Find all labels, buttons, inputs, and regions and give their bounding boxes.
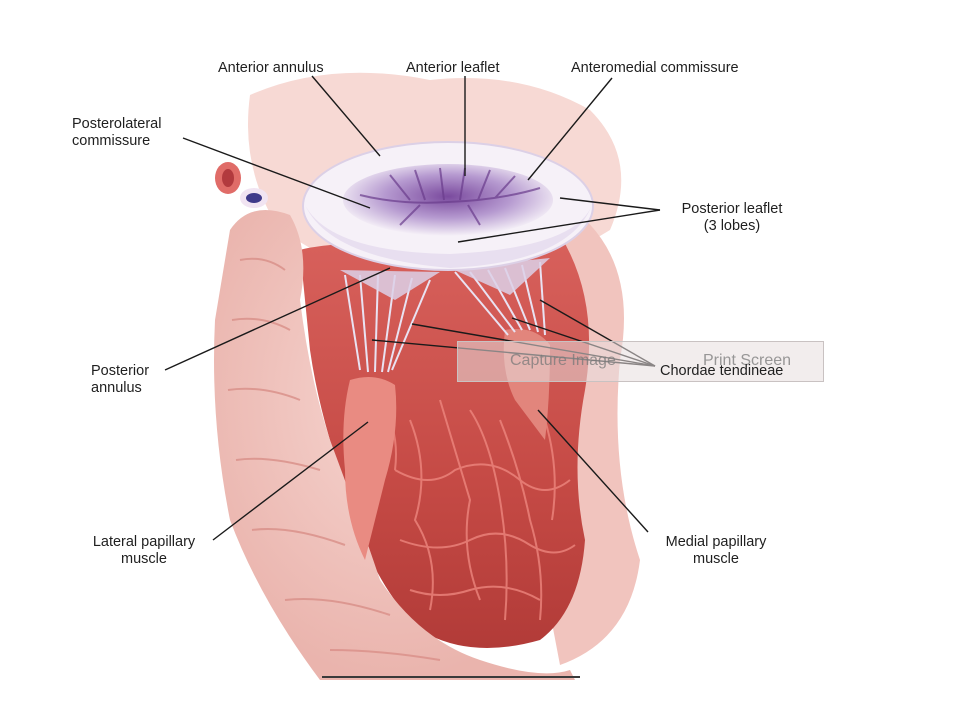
capture-toolbar-overlay: Capture Image Print Screen xyxy=(457,341,824,382)
mitral-valve xyxy=(302,141,594,271)
chordae-tendineae xyxy=(344,261,546,373)
vessel-openings xyxy=(215,162,268,208)
label-posterolateral-commissure: Posterolateral commissure xyxy=(72,116,162,149)
leader-posterior-leaflet-a xyxy=(559,197,661,211)
label-anteromedial-commissure: Anteromedial commissure xyxy=(571,60,739,76)
leader-posterolateral-commissure xyxy=(182,137,371,209)
chordae-web-left xyxy=(340,270,440,300)
label-medial-papillary-muscle: Medial papillary muscle xyxy=(665,534,767,567)
capture-image-button[interactable]: Capture Image xyxy=(510,352,616,369)
label-chordae-tendineae: Chordae tendineae xyxy=(660,363,784,379)
wall-folds xyxy=(227,257,441,661)
label-anterior-leaflet: Anterior leaflet xyxy=(406,60,500,76)
leader-anteromedial-commissure xyxy=(527,77,613,181)
leader-posterior-leaflet-b xyxy=(457,209,661,243)
label-posterior-annulus: Posterior annulus xyxy=(91,363,150,396)
leader-anterior-annulus xyxy=(311,75,381,157)
leader-medial-papillary-muscle xyxy=(537,409,649,533)
left-ventricular-wall xyxy=(214,210,575,680)
leader-posterior-annulus xyxy=(164,267,391,371)
label-anterior-annulus: Anterior annulus xyxy=(218,60,324,76)
label-lateral-papillary-muscle: Lateral papillary muscle xyxy=(92,534,196,567)
print-screen-button[interactable]: Print Screen xyxy=(703,352,792,369)
label-posterior-leaflet: Posterior leaflet (3 lobes) xyxy=(681,201,783,234)
lateral-papillary-muscle xyxy=(343,376,397,560)
leader-lateral-papillary-muscle xyxy=(212,421,369,541)
